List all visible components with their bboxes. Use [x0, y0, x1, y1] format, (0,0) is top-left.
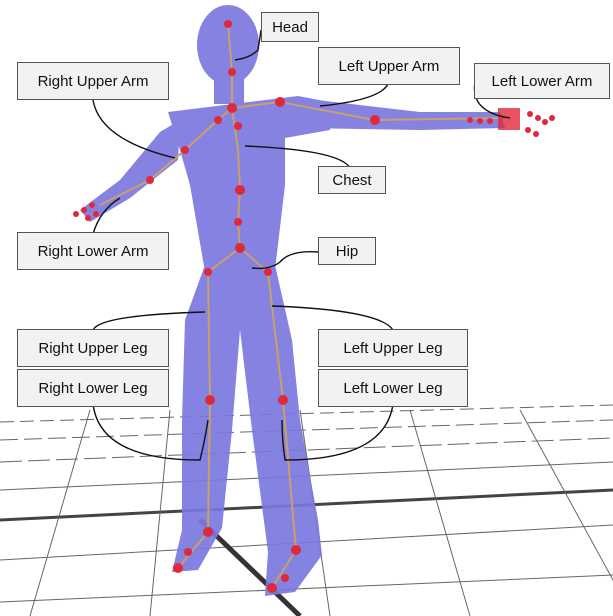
label-right-upper-leg: Right Upper Leg — [17, 329, 169, 367]
label-right-upper-arm: Right Upper Arm — [17, 62, 169, 100]
label-head: Head — [261, 12, 319, 42]
label-right-lower-leg: Right Lower Leg — [17, 369, 169, 407]
label-left-upper-arm: Left Upper Arm — [318, 47, 460, 85]
leader-left-upper-leg — [272, 306, 393, 330]
label-chest: Chest — [318, 166, 386, 194]
label-right-lower-arm: Right Lower Arm — [17, 232, 169, 270]
label-left-lower-arm: Left Lower Arm — [474, 63, 610, 99]
label-left-upper-leg: Left Upper Leg — [318, 329, 468, 367]
label-left-lower-leg: Left Lower Leg — [318, 369, 468, 407]
label-hip: Hip — [318, 237, 376, 265]
